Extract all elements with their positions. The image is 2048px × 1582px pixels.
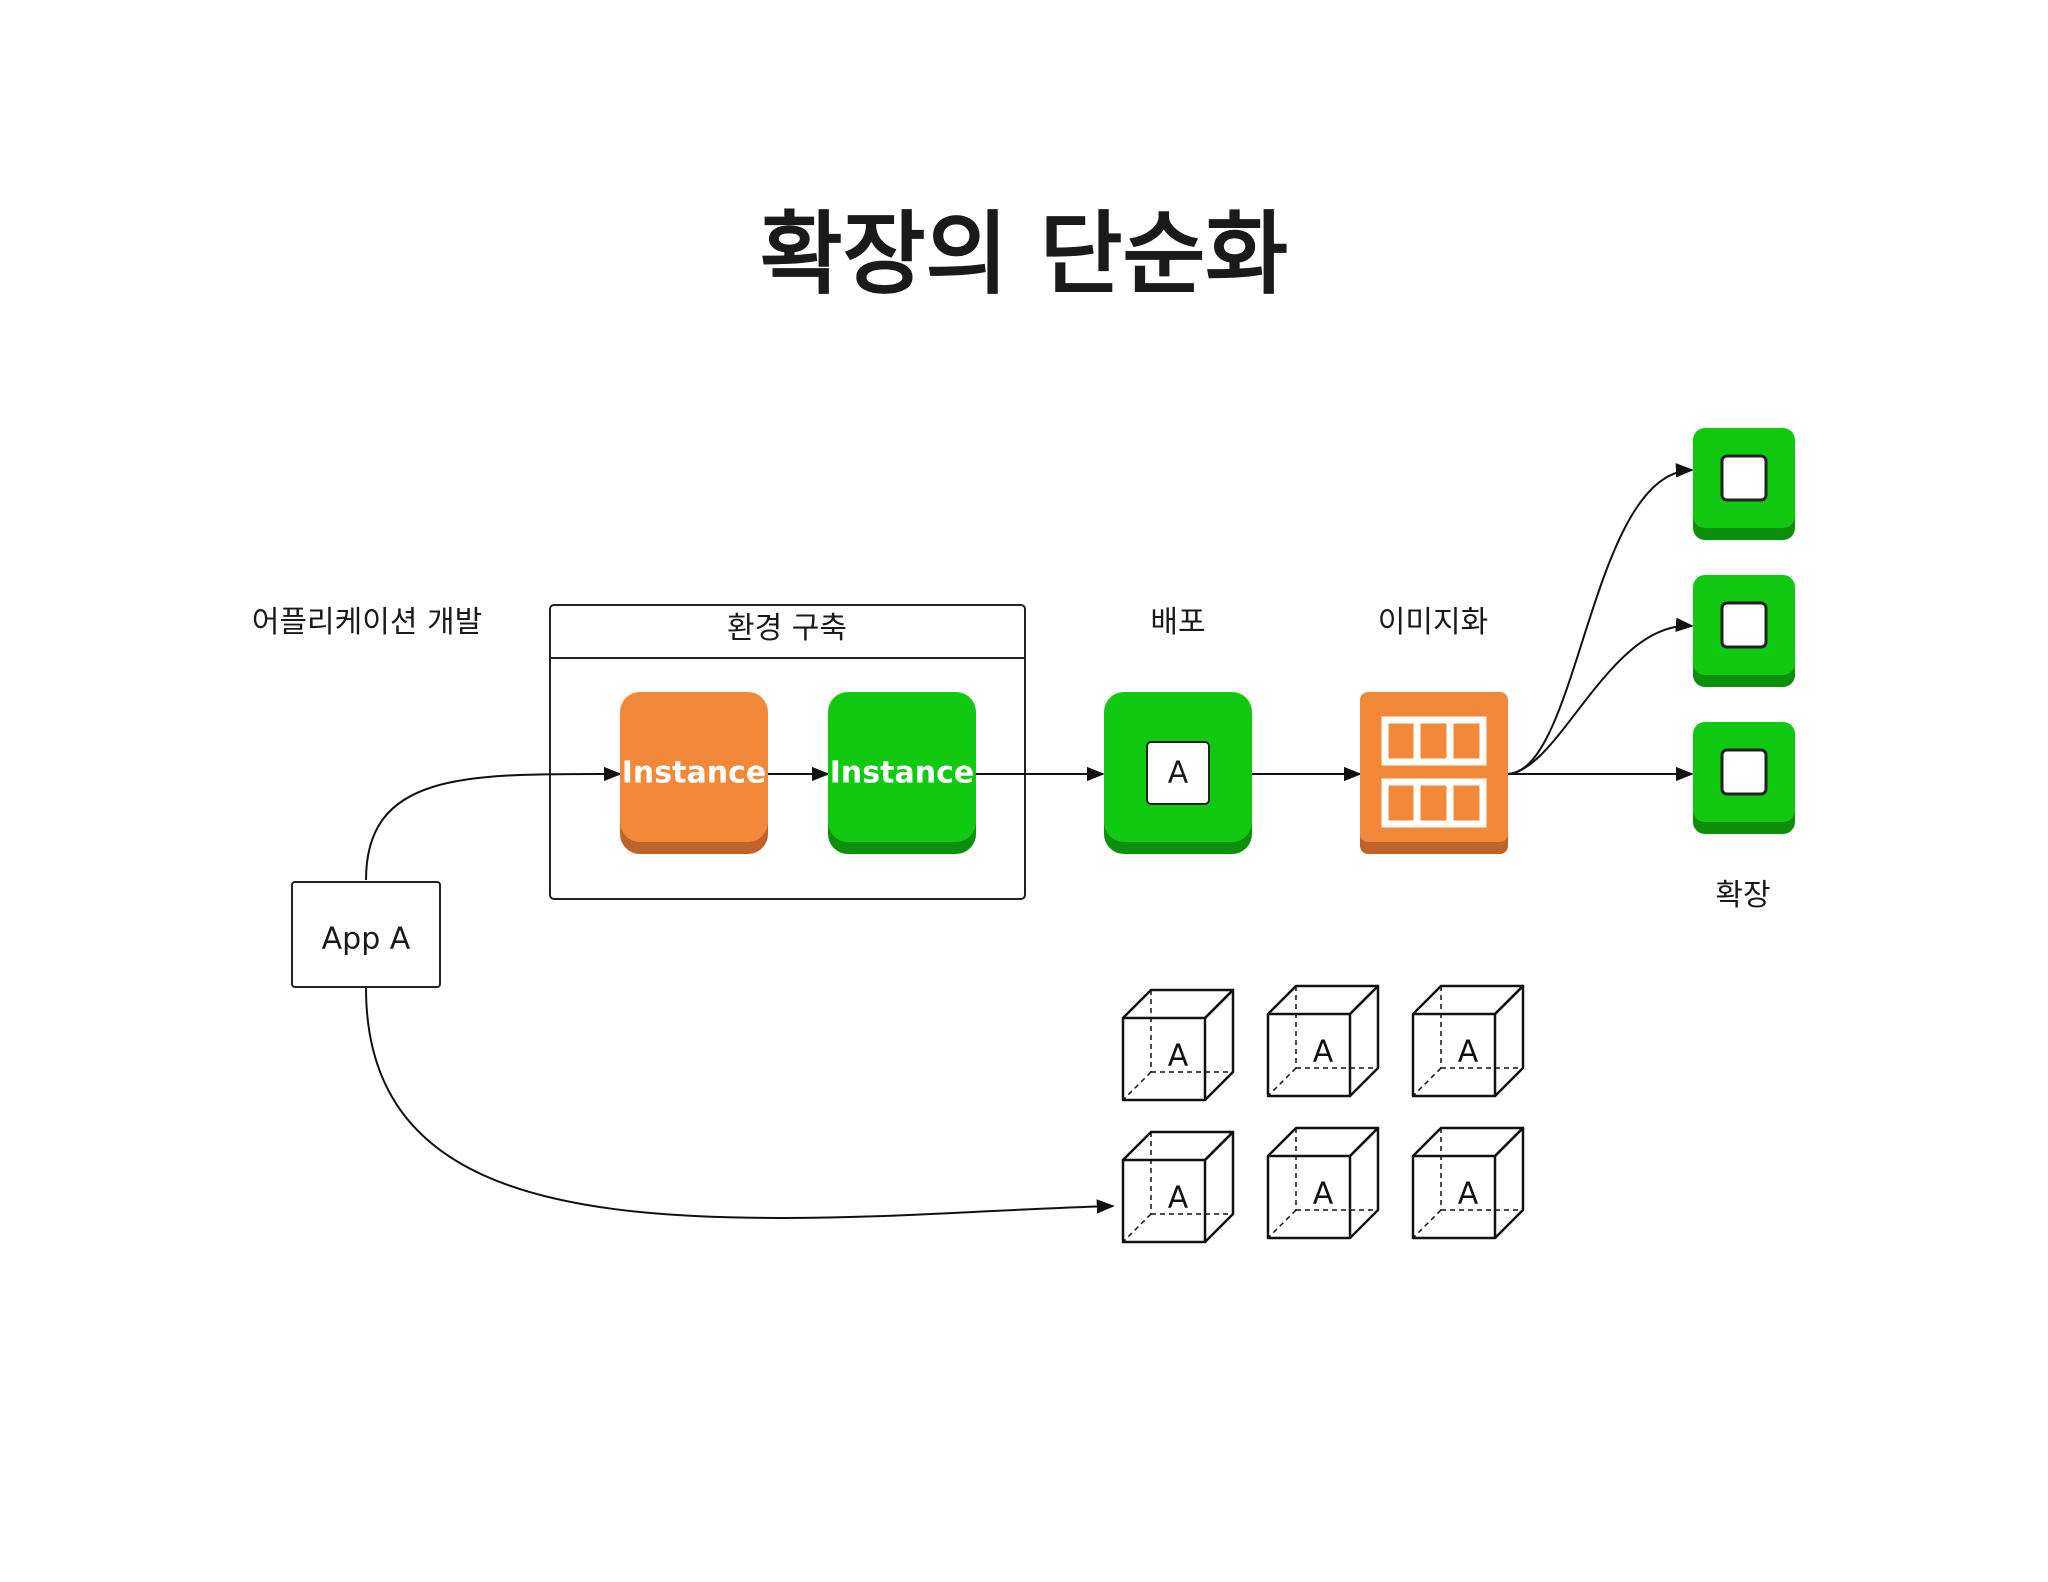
app-a-label: App A [322,922,411,957]
deploy-app-box [1146,741,1210,805]
deploy-node: A [1104,692,1252,854]
label-imaging: 이미지화 [1378,605,1488,640]
container-cube-label: A [1168,1181,1189,1216]
label-scale: 확장 [1715,878,1770,913]
image-node-body [1360,692,1508,842]
instance-node-configured: Instance [828,692,976,854]
connectors [365,463,1694,1220]
connector-image-to-scale-1 [1507,463,1694,775]
container-cube: A [1411,1126,1525,1240]
diagram-title: 확장의 단순화 [760,202,1288,307]
connector-app-to-containers [365,987,1115,1220]
instance-node-body [828,692,976,842]
container-cube-label: A [1313,1177,1334,1212]
container-cube-label: A [1313,1035,1334,1070]
scaled-node [1693,575,1795,687]
instance-node-label: Instance [830,756,974,791]
label-app-dev: 어플리케이션 개발 [252,605,482,640]
label-env-build: 환경 구축 [727,611,847,646]
instance-node-label: Instance [622,756,766,791]
scaled-nodes [1693,428,1795,834]
container-cube: A [1121,1130,1235,1244]
container-cube: A [1411,984,1525,1098]
instance-node-build: Instance [620,692,768,854]
container-cube-label: A [1458,1177,1479,1212]
label-deploy: 배포 [1150,605,1205,640]
scaled-node [1693,722,1795,834]
app-a-box: App A [291,881,441,988]
env-build-container: 환경 구축 [549,604,1026,900]
container-cube: A [1266,984,1380,1098]
scaled-node [1693,428,1795,540]
container-cube-label: A [1458,1035,1479,1070]
square-icon [1720,601,1768,649]
container-cube: A [1266,1126,1380,1240]
image-node [1360,692,1508,854]
connector-app-to-instance [365,766,622,881]
square-icon [1720,748,1768,796]
connector-image-to-scale-2 [1507,617,1694,775]
container-cube: A [1121,988,1235,1102]
container-cubes: A A A A A A [1121,984,1525,1244]
square-icon [1720,454,1768,502]
instance-node-body [620,692,768,842]
image-grid-icon [1381,716,1487,828]
deploy-app-label: A [1168,756,1189,791]
container-cube-label: A [1168,1039,1189,1074]
